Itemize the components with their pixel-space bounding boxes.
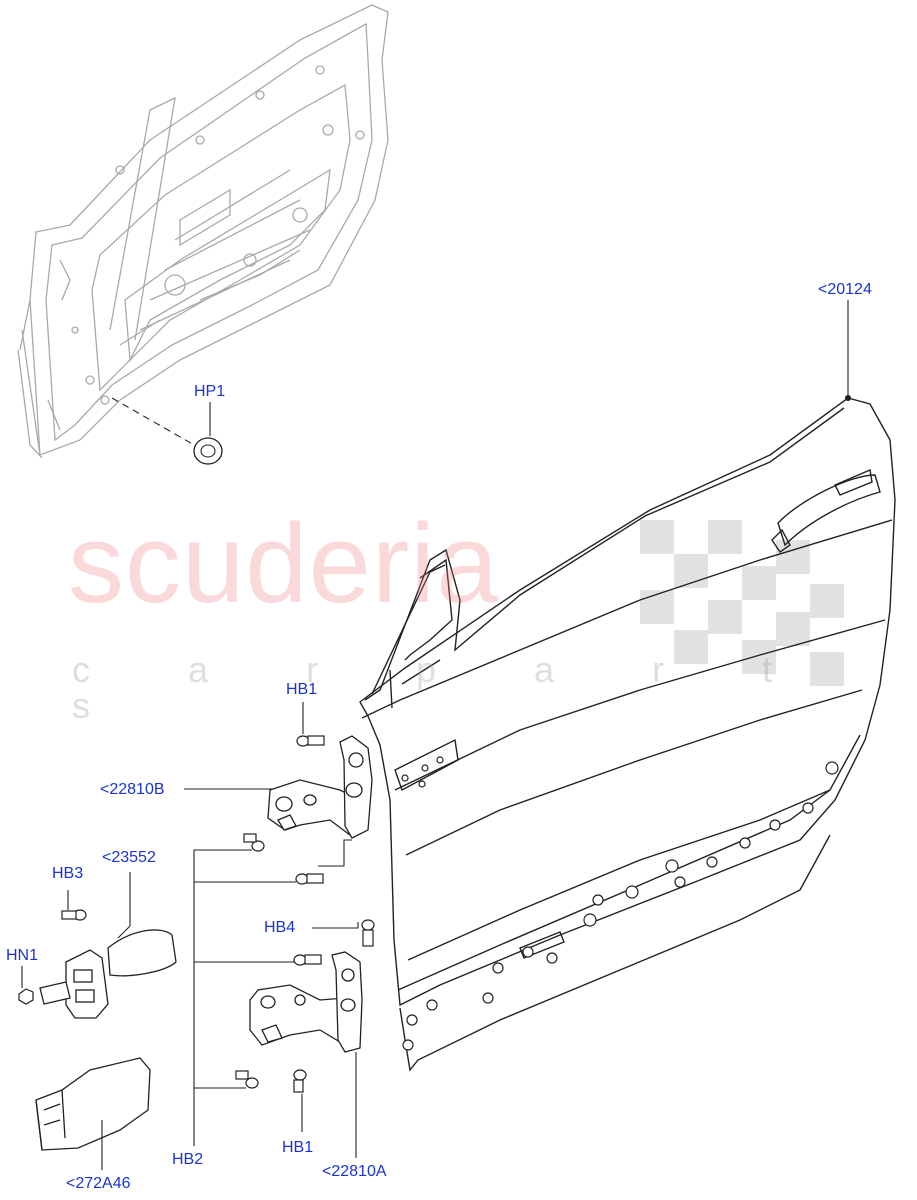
hp1-plug-icon: [111, 397, 223, 465]
callout-hinge-bolt-b4: HB4: [264, 919, 296, 936]
callout-check-cover: <272A46: [66, 1175, 131, 1192]
watermark-brand: scuderia: [68, 501, 500, 626]
callout-lower-hinge: <22810A: [322, 1163, 387, 1180]
hb2-bolt-4-icon: [235, 1070, 259, 1089]
hb4-bolt-icon: [361, 919, 375, 947]
watermark-flag-icon: [640, 520, 844, 686]
callout-upper-hinge: <22810B: [100, 781, 165, 798]
check-cover-icon: [35, 1057, 151, 1151]
hb1-lower-bolt-icon: [293, 1069, 307, 1093]
hb2-bolt-1-icon: [243, 833, 265, 852]
check-strap-icon: [39, 929, 177, 1019]
hb2-bolt-3-icon: [293, 954, 322, 966]
callout-door-shell: <20124: [818, 281, 872, 298]
callout-check-strap: <23552: [102, 849, 156, 866]
inner-door-frame: [17, 4, 389, 459]
bolt-icons: [18, 735, 375, 1093]
leader-lines: [21, 702, 359, 1170]
watermark-tagline: c a r p a r t s: [72, 649, 817, 726]
callout-check-nut: HN1: [6, 947, 39, 964]
callout-upper-hinge-bolt: HB1: [286, 681, 318, 698]
door-holes: [401, 756, 839, 1051]
hb1-upper-bolt-icon: [296, 735, 325, 747]
hn1-nut-icon: [18, 988, 34, 1005]
callout-check-bolt: HB3: [52, 865, 84, 882]
hb3-bolt-icon: [61, 909, 87, 921]
leader-door-shell: [844, 300, 852, 402]
lower-hinge-icon: [249, 951, 363, 1053]
hb2-bolt-2-icon: [295, 873, 324, 885]
callout-hinge-bolts-b2: HB2: [172, 1151, 204, 1168]
door-shell: [359, 397, 896, 1072]
upper-hinge-icon: [267, 735, 373, 839]
callout-plug: HP1: [194, 383, 226, 400]
callout-lower-hinge-bolt: HB1: [282, 1139, 314, 1156]
